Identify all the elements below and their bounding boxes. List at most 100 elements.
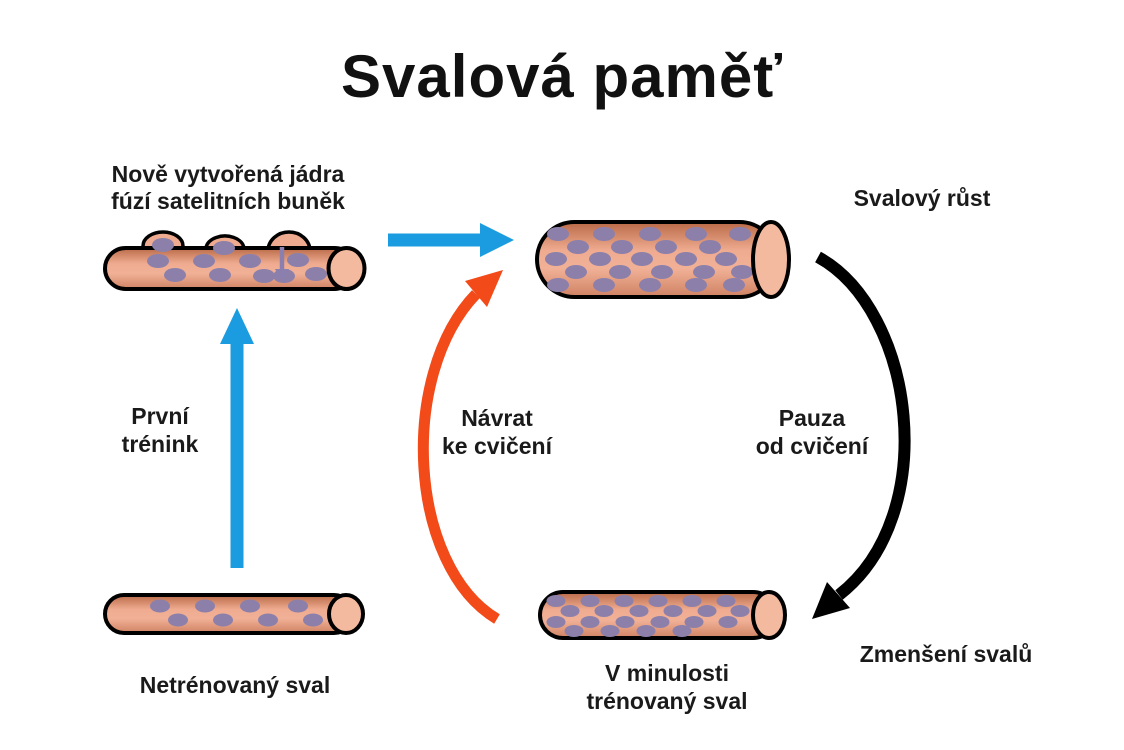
nucleus [648,595,668,607]
satellite-cell-1-nucleus [152,238,174,252]
nucleus [685,278,707,292]
nucleus [639,278,661,292]
nucleus [636,625,656,637]
nucleus [614,595,634,607]
fiber-grown-cap [751,220,791,299]
nucleus [611,240,633,254]
nucleus [213,613,233,627]
arrow-return-orange [417,270,503,624]
caption-untrained-muscle: Netrénovaný sval [140,672,330,698]
arrow-pause-curve [815,251,911,600]
nucleus [193,254,215,268]
fiber-previously-trained [538,590,787,640]
caption-return-line1: Návrat [461,405,533,431]
nucleus [594,605,614,617]
nucleus [651,265,673,279]
nucleus [600,625,620,637]
caption-pause-from-exercise: Pauza od cvičení [756,405,870,459]
caption-previously-trained-line1: V minulosti [605,660,729,686]
fiber-new-nuclei-nuclei [147,253,327,283]
nucleus [168,613,188,627]
caption-new-nuclei-line1: Nově vytvořená jádra [112,161,345,187]
nucleus [589,252,611,266]
nucleus [547,227,569,241]
nucleus [580,616,600,628]
nucleus [609,265,631,279]
caption-pause-line2: od cvičení [756,433,870,459]
nucleus [565,265,587,279]
nucleus [567,240,589,254]
arrow-first-training-blue [220,308,254,568]
nucleus [303,613,323,627]
nucleus [639,227,661,241]
nucleus [631,252,653,266]
nucleus [305,267,327,281]
caption-return-to-exercise: Návrat ke cvičení [442,405,554,459]
nucleus [580,595,600,607]
nucleus [560,605,580,617]
nucleus [593,227,615,241]
nucleus [685,227,707,241]
caption-previously-trained: V minulosti trénovaný sval [586,660,747,714]
nucleus [716,595,736,607]
nucleus [730,605,750,617]
arrow-return-curve [417,290,500,624]
caption-pause-line1: Pauza [779,405,846,431]
nucleus [663,605,683,617]
nucleus [731,265,753,279]
nucleus-insertion-arrow [275,247,289,281]
caption-first-training-line1: První [131,403,190,429]
arrow-pause-head [812,582,850,619]
nucleus [715,252,737,266]
nucleus-insertion-arrow-head [275,269,289,281]
caption-return-line2: ke cvičení [442,433,554,459]
nucleus [629,605,649,617]
caption-first-training: První trénink [122,403,199,457]
fiber-previously-trained-cap [751,590,787,640]
nucleus [239,254,261,268]
nucleus [288,599,308,613]
nucleus [693,265,715,279]
nucleus [545,252,567,266]
caption-muscle-shrinkage: Zmenšení svalů [860,641,1033,667]
caption-new-nuclei-line2: fúzí satelitních buněk [111,188,345,214]
caption-previously-trained-line2: trénovaný sval [586,688,747,714]
nucleus [547,278,569,292]
nucleus [655,240,677,254]
nucleus [253,269,275,283]
nucleus [147,254,169,268]
fiber-previously-trained-nuclei [546,595,750,637]
fiber-grown-muscle [535,220,791,299]
nucleus [546,616,566,628]
nucleus [164,268,186,282]
caption-muscle-growth: Svalový růst [854,185,991,211]
nucleus [684,616,704,628]
nucleus [699,240,721,254]
nucleus [240,599,260,613]
nucleus [723,278,745,292]
fiber-new-nuclei [103,230,367,291]
caption-first-training-line2: trénink [122,431,199,457]
arrow-growth-blue [388,223,514,257]
arrow-growth-shaft [388,233,482,247]
fiber-grown-nuclei [545,227,753,292]
nucleus [593,278,615,292]
nucleus [729,227,751,241]
fiber-untrained-nuclei [150,599,323,627]
nucleus [682,595,702,607]
nucleus [546,595,566,607]
arrow-first-training-head [220,308,254,344]
nucleus [697,605,717,617]
nucleus [258,613,278,627]
fiber-untrained-muscle [103,593,365,635]
satellite-cell-2-nucleus [213,241,235,255]
nucleus [150,599,170,613]
nucleus [195,599,215,613]
fiber-new-nuclei-cap [326,246,367,291]
nucleus [675,252,697,266]
arrow-first-training-shaft [230,342,244,568]
nucleus [718,616,738,628]
nucleus [209,268,231,282]
